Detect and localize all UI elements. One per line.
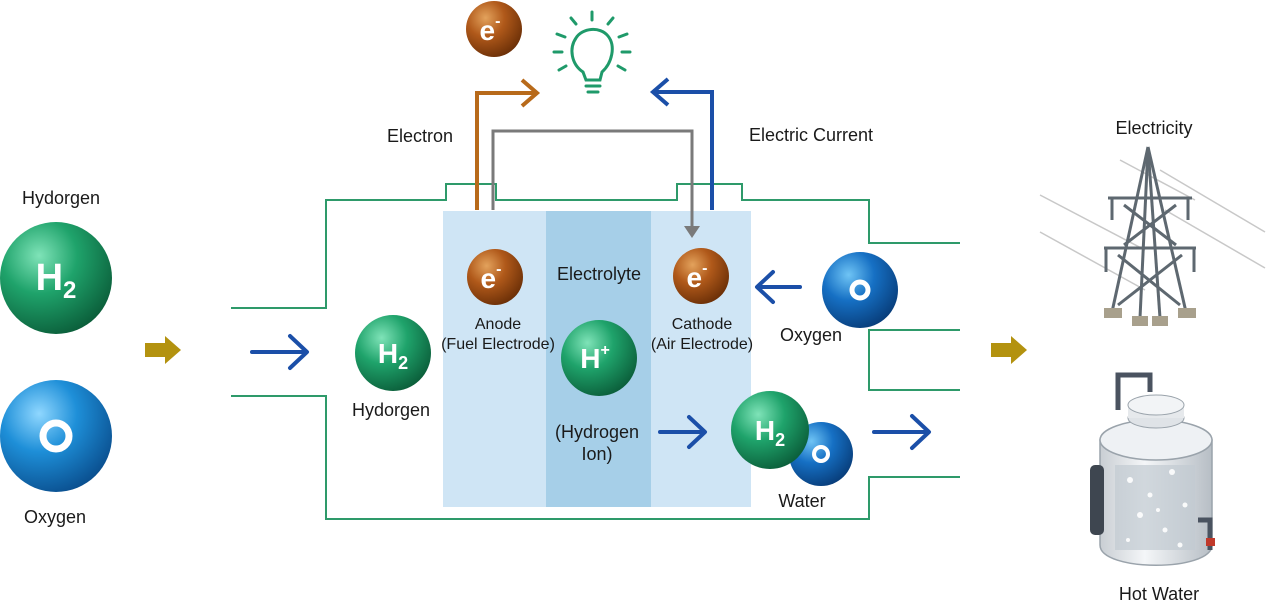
svg-text:e-: e-: [481, 261, 502, 294]
svg-text:H2: H2: [755, 415, 785, 450]
hot-water-label: Hot Water: [1118, 584, 1200, 604]
hydrogen-ion-line1: (Hydrogen: [554, 422, 640, 442]
hot-water-tank-icon: [1090, 372, 1215, 566]
electron-anode-ball: e-: [467, 249, 523, 305]
electricity-label: Electricity: [1115, 118, 1193, 138]
h2-symbol: H2: [36, 257, 77, 304]
input-oxygen-label: Oxygen: [23, 507, 87, 527]
svg-text:e-: e-: [687, 260, 708, 293]
cathode-title: Cathode: [671, 316, 733, 333]
cell-housing-outline: [231, 183, 960, 520]
power-tower-icon: [1039, 146, 1266, 326]
electrolyte-label: Electrolyte: [556, 264, 642, 284]
hydrogen-ion-ball: H+: [561, 320, 637, 396]
electron-label: Electron: [386, 126, 454, 146]
oxygen-input-ball: [0, 380, 112, 492]
external-wire: [491, 129, 694, 228]
anode-subtitle: (Fuel Electrode): [441, 336, 555, 353]
svg-text:H+: H+: [580, 342, 610, 374]
cell-hydrogen-label: Hydorgen: [351, 400, 431, 420]
water-molecule: H2: [731, 391, 853, 486]
input-hydrogen-label: Hydorgen: [21, 188, 101, 208]
water-label: Water: [778, 491, 826, 511]
input-gold-arrow: [145, 336, 181, 364]
oxygen-cell-ball: [822, 252, 898, 328]
svg-text:e-: e-: [480, 13, 501, 46]
electron-cathode-ball: e-: [673, 248, 729, 304]
anode-label: Anode (Fuel Electrode): [441, 315, 555, 355]
light-bulb-icon: [552, 10, 632, 94]
svg-text:H2: H2: [378, 338, 408, 373]
output-gold-arrow: [991, 336, 1027, 364]
flow-arrows: [250, 270, 931, 450]
hydrogen-cell-ball: H2: [355, 315, 431, 391]
wire-arrowhead: [684, 226, 700, 238]
hydrogen-ion-label: (Hydrogen Ion): [555, 421, 639, 465]
cathode-label: Cathode (Air Electrode): [651, 315, 753, 355]
hydrogen-ion-line2: Ion): [581, 444, 613, 464]
electron-top-ball: e-: [466, 1, 522, 57]
cathode-subtitle: (Air Electrode): [650, 336, 754, 353]
current-arrowhead: [649, 77, 670, 107]
electron-arrowhead: [520, 78, 541, 108]
electric-current-label: Electric Current: [748, 125, 874, 145]
cell-oxygen-label: Oxygen: [779, 325, 843, 345]
hydrogen-input-ball: H2: [0, 222, 112, 334]
current-arrow: [655, 90, 714, 210]
anode-title: Anode: [474, 316, 522, 333]
electron-arrow: [475, 91, 535, 210]
